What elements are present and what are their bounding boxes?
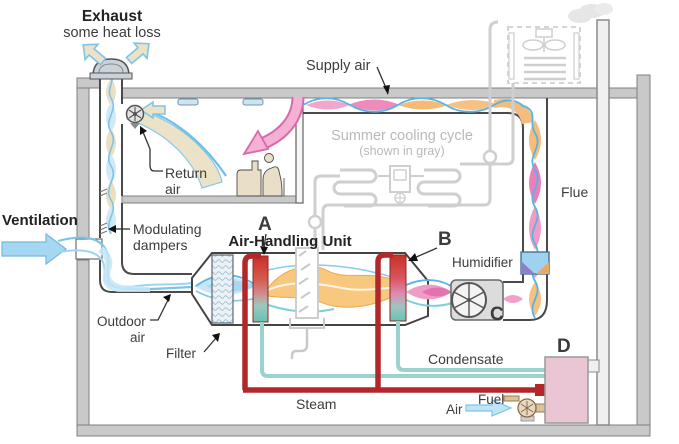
condensate-label: Condensate <box>428 351 504 367</box>
exhaust-sublabel: some heat loss <box>63 25 161 41</box>
outdoor-air-label1: Outdoor <box>97 314 146 329</box>
occupied-room <box>121 96 305 204</box>
filter-media <box>211 254 234 324</box>
outdoor-air-label2: air <box>130 330 146 345</box>
sight-glass <box>307 214 323 230</box>
marker-A: A <box>258 214 272 235</box>
exhaust-streams <box>106 74 116 235</box>
building-shell <box>76 3 651 437</box>
modulating-label1: Modulating <box>133 221 202 237</box>
refrigerant-pipe <box>460 83 515 166</box>
supply-duct <box>302 97 548 321</box>
flue-pipe <box>596 19 610 426</box>
steam-boiler-stub <box>535 384 547 396</box>
duct-outer-edge <box>503 98 548 321</box>
left-wall-upper <box>76 77 90 241</box>
shaft-left-wall <box>99 78 192 293</box>
exhaust-label: Exhaust <box>82 8 142 25</box>
boiler-group <box>465 356 600 424</box>
return-air-arrow <box>139 100 166 120</box>
marker-B: B <box>438 229 452 250</box>
marker-C: C <box>490 304 504 325</box>
fresh-air-streams <box>57 236 193 292</box>
ventilation-label: Ventilation <box>2 212 78 229</box>
modulating-label2: dampers <box>133 237 187 253</box>
smoke-puff <box>568 3 613 23</box>
summer-cycle-label1: Summer cooling cycle <box>331 128 473 144</box>
refrigerant-pipe <box>321 20 499 250</box>
combustion-air-arrow <box>465 399 513 417</box>
condenser-coil <box>416 168 462 208</box>
fuel-label: Fuel <box>478 392 504 407</box>
roof <box>121 87 598 99</box>
air-handling-unit <box>191 247 455 359</box>
right-wall <box>636 74 651 437</box>
exhaust-shaft <box>82 42 192 293</box>
burner-blower <box>517 398 537 422</box>
boiler-D <box>544 356 589 424</box>
humidifier-injector <box>520 251 550 275</box>
humidifier-label: Humidifier <box>452 255 513 270</box>
supply-air-arrow-into-room <box>242 96 305 156</box>
reheat-coil-B <box>389 254 407 322</box>
left-wall-lower <box>76 259 90 437</box>
room-floor <box>121 195 304 204</box>
supply-streams-horizontal <box>302 97 534 124</box>
modulating-damper <box>99 188 108 235</box>
air-label: Air <box>446 402 463 417</box>
ceiling-diffuser <box>177 98 199 106</box>
condensate-piping <box>260 321 545 378</box>
return-air-label2: air <box>165 181 181 197</box>
bottom-wall <box>76 424 651 437</box>
supply-fan <box>450 279 504 321</box>
flue-label: Flue <box>561 184 588 200</box>
outdoor-condensing-unit <box>507 26 581 84</box>
ceiling-diffuser <box>242 98 264 106</box>
roof-right <box>608 87 638 99</box>
refrigerant-pipe <box>313 174 340 250</box>
steam-piping <box>242 252 538 393</box>
fuel-pipe <box>503 395 520 402</box>
cooling-coil-center <box>289 247 325 359</box>
ventilation-arrow <box>1 232 67 266</box>
ahu-label: Air-Handling Unit <box>228 233 351 250</box>
summer-cooling-cycle <box>307 20 581 250</box>
exhaust-fan <box>125 104 145 129</box>
evaporator-coil <box>332 168 378 208</box>
shaft-right-wall <box>121 78 192 275</box>
compressor <box>389 165 411 204</box>
exhaust-arrows <box>82 42 150 66</box>
return-air-label1: Return <box>165 165 207 181</box>
labels: Exhaust some heat loss Supply air Summer… <box>2 8 588 417</box>
person-at-desk <box>236 153 285 197</box>
sight-glass <box>482 149 498 165</box>
steam-label: Steam <box>296 396 336 412</box>
supply-air-label: Supply air <box>306 58 371 74</box>
filter-label: Filter <box>166 346 197 361</box>
marker-D: D <box>557 336 571 357</box>
preheat-coil-A <box>252 255 269 323</box>
summer-cycle-label2: (shown in gray) <box>359 144 444 158</box>
ventilation-entry <box>1 232 193 292</box>
duct-inner-edge <box>303 112 524 283</box>
return-stream <box>149 110 227 177</box>
room-air-band <box>126 107 223 189</box>
